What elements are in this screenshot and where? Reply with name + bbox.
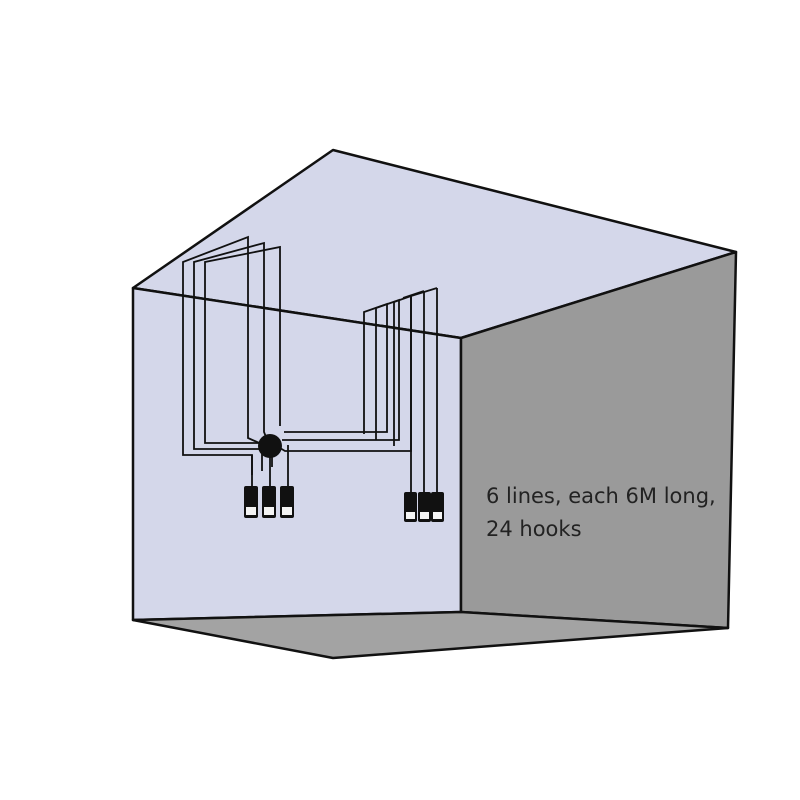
wire-line-5 [282,298,400,441]
pendant-light-icon [404,492,417,522]
annotation-line-2: 24 hooks [486,517,582,541]
pendant-group-right [404,492,444,522]
ceiling-hub-icon [258,434,282,458]
annotation-line-1: 6 lines, each 6M long, [486,484,716,508]
pendant-light-icon [280,486,294,518]
pendant-group-left [244,486,294,518]
wall-ceiling-seam [132,287,462,339]
pendant-light-icon [431,492,444,522]
wire-line-6 [284,302,388,434]
pendant-light-icon [418,492,431,522]
pendant-light-icon [244,486,258,518]
drop-cable-right-5 [410,287,438,297]
pendant-light-icon [262,486,276,518]
specification-annotation: 6 lines, each 6M long, 24 hooks [486,480,736,546]
floor [131,610,730,660]
